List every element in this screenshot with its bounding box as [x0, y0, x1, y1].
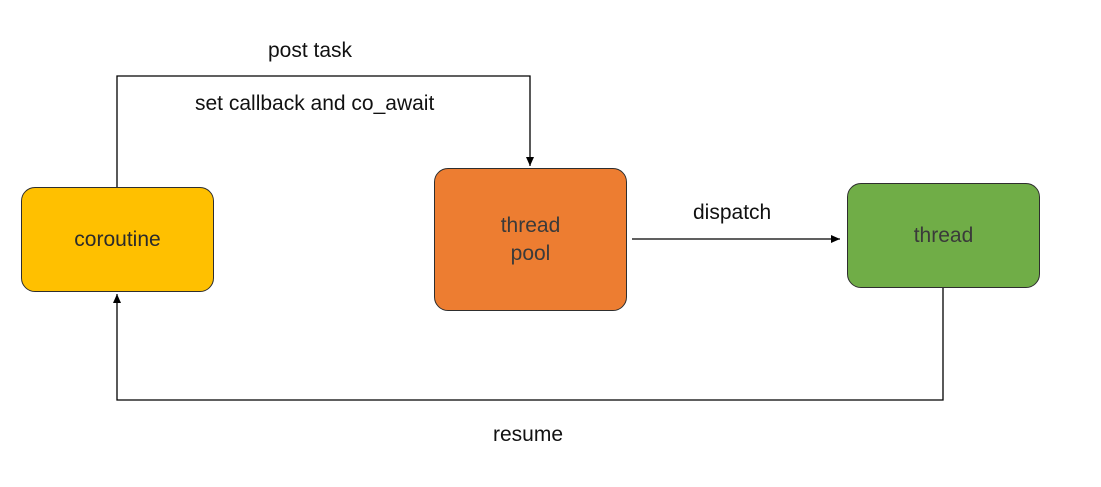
- coroutine-node-label: coroutine: [74, 227, 161, 251]
- resume-label: resume: [493, 423, 564, 446]
- thread-pool-node: thread pool: [434, 168, 627, 311]
- coroutine-node: coroutine: [21, 187, 214, 292]
- set-callback-label: set callback and co_await: [195, 92, 435, 115]
- connector-resume: [113, 288, 944, 401]
- thread-pool-node-label: thread pool: [500, 213, 561, 265]
- thread-node: thread: [847, 183, 1040, 288]
- post-task-label: post task: [268, 39, 353, 62]
- connector-post-task: [116, 75, 534, 187]
- dispatch-label: dispatch: [693, 201, 772, 224]
- thread-node-label: thread: [913, 223, 974, 247]
